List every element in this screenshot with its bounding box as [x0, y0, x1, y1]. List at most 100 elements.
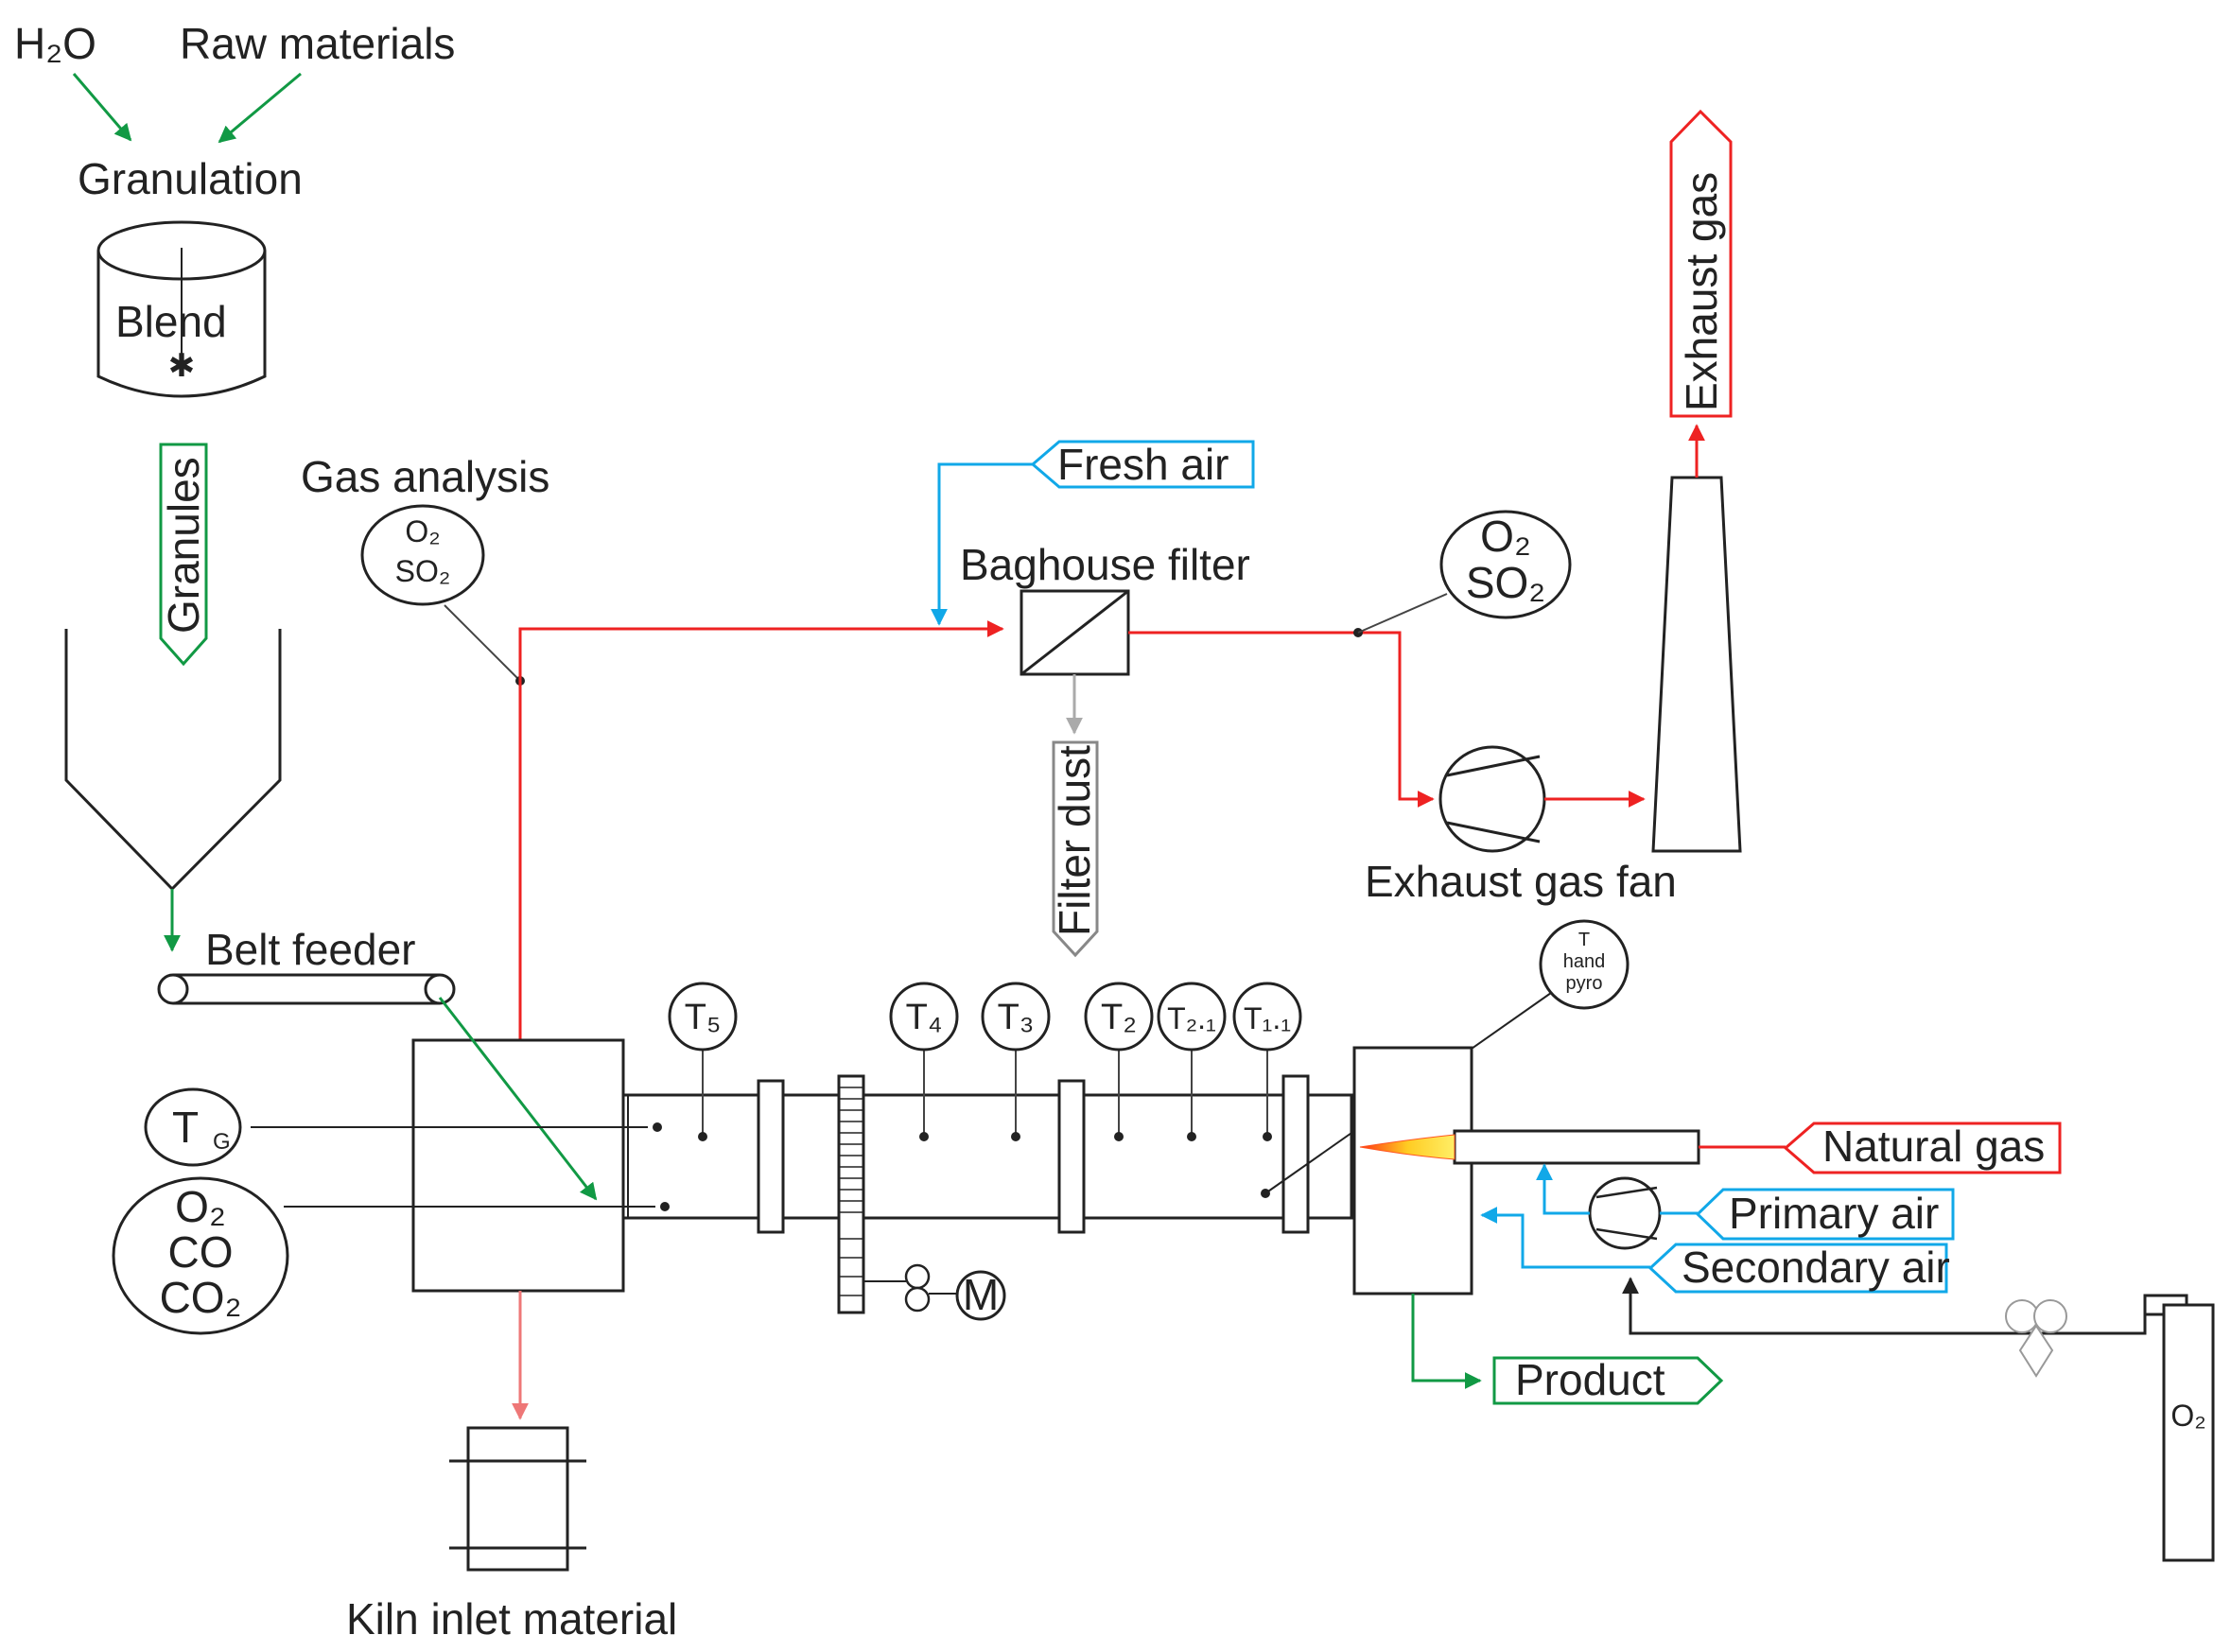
- gas-analysis-o2: O₂: [405, 514, 440, 548]
- hand-pyrometer-icon: [1539, 919, 1630, 1010]
- inlet-o2-label: O₂: [175, 1182, 226, 1231]
- water-arrow: [72, 73, 132, 142]
- hand-pyro-pyro: pyro: [1566, 973, 1603, 994]
- inlet-co2-label: CO₂: [160, 1273, 242, 1322]
- thermocouple-3: T₃: [981, 982, 1051, 1141]
- agitator-icon: ✱: [168, 348, 196, 384]
- inlet-co-label: CO: [168, 1227, 234, 1277]
- fan-icon: [1438, 745, 1546, 853]
- kiln-inlet-material-container: Kiln inlet material: [346, 1426, 677, 1643]
- oxygen-regulator-icon: [2005, 1299, 2067, 1378]
- motor-icon: [955, 1270, 1006, 1321]
- secondary-air-tag: Secondary air: [1647, 1243, 1950, 1294]
- thermocouple-label: T₃: [998, 998, 1035, 1037]
- flame-icon: [1359, 1134, 1455, 1160]
- hand-pyrometer: T hand pyro: [1261, 919, 1630, 1198]
- secondary-air-label: Secondary air: [1682, 1243, 1950, 1292]
- firing-hood: [1352, 1046, 1473, 1296]
- thermocouple-4: T₂: [1084, 982, 1154, 1141]
- oxygen-bottle: O₂: [2143, 1294, 2215, 1562]
- tg-label: T: [172, 1103, 199, 1152]
- kiln-inlet-material-label: Kiln inlet material: [346, 1594, 677, 1643]
- fresh-air-line: [931, 462, 1033, 626]
- exhaust-gas-tag: Exhaust gas: [1669, 109, 1733, 418]
- motor-label: M: [963, 1270, 999, 1319]
- stack-analyzer-o2: O₂: [1480, 512, 1531, 561]
- thermocouple-label: T₂.₁: [1167, 1001, 1216, 1035]
- thermocouple-6: T₁.₁: [1232, 982, 1302, 1141]
- tg-sub-label: G: [213, 1129, 231, 1155]
- baghouse-filter-label: Baghouse filter: [960, 540, 1250, 589]
- primary-air-fan: [1588, 1176, 1662, 1250]
- oxygen-supply-line: [1622, 1277, 2147, 1335]
- stack-analyzer-icon: [1439, 510, 1572, 619]
- kiln-thermocouples: T₅ T₄ T₃ T₂ T₂.₁ T₁.₁: [668, 982, 1302, 1141]
- kiln-riding-ring-3: [1281, 1074, 1310, 1234]
- inlet-analyzers: T G O₂ CO CO₂: [112, 1087, 670, 1335]
- kiln-girth-gear: [837, 1074, 865, 1314]
- stack-analyzer-so2: SO₂: [1466, 558, 1545, 607]
- exhaust-gas-fan-label: Exhaust gas fan: [1365, 857, 1677, 906]
- filtered-gas-duct: [1128, 631, 1435, 808]
- granulation-title: Granulation: [78, 154, 303, 203]
- raw-materials-input-label: Raw materials: [180, 19, 455, 68]
- fresh-air-label: Fresh air: [1057, 440, 1229, 489]
- natural-gas-tag: Natural gas: [1783, 1122, 2062, 1174]
- flue-gas-analyzer-icon: [112, 1176, 289, 1335]
- granulation-section: H₂O Raw materials Granulation ✱ Blend Gr…: [14, 19, 455, 952]
- filter-dust-label: Filter dust: [1050, 745, 1099, 936]
- primary-air-label: Primary air: [1729, 1189, 1939, 1238]
- gas-analysis-so2: SO₂: [395, 554, 451, 588]
- stack-gas-analyzer: O₂ SO₂: [1353, 510, 1572, 637]
- thermocouple-label: T₅: [685, 998, 722, 1037]
- granulation-drum: ✱ Blend: [96, 220, 267, 398]
- kiln-riding-ring-2: [1057, 1079, 1086, 1234]
- product-tag: Product: [1492, 1355, 1724, 1405]
- thermocouple-2: T₄: [889, 982, 959, 1141]
- thermocouple-label: T₄: [906, 998, 943, 1037]
- granules-flow-tag: Granules: [159, 443, 208, 667]
- gas-analysis-title: Gas analysis: [301, 452, 549, 501]
- flue-gas-duct: [518, 620, 1004, 1040]
- thermocouple-icon: [668, 982, 738, 1052]
- thermocouple-label: T₁.₁: [1244, 1001, 1291, 1035]
- exhaust-gas-fan: Exhaust gas fan: [1365, 745, 1677, 906]
- feed-hopper: [64, 629, 282, 892]
- thermocouple-icon: [889, 982, 959, 1052]
- raw-materials-arrow: [218, 72, 302, 144]
- rotary-kiln: [621, 1074, 1353, 1314]
- filter-dust-tag: Filter dust: [1050, 740, 1099, 958]
- water-input-label: H₂O: [14, 19, 96, 68]
- belt-feeder: Belt feeder: [157, 925, 456, 1005]
- kiln-riding-ring-1: [757, 1079, 785, 1234]
- exhaust-stack: [1651, 476, 1742, 853]
- kiln-inlet-housing: [411, 1038, 625, 1293]
- belt-feeder-label: Belt feeder: [205, 925, 415, 974]
- thermocouple-label: T₂: [1101, 998, 1137, 1037]
- granules-label: Granules: [159, 457, 208, 634]
- oxygen-bottle-label: O₂: [2170, 1399, 2205, 1433]
- product-label: Product: [1515, 1355, 1665, 1404]
- primary-air-tag: Primary air: [1695, 1188, 1955, 1241]
- baghouse-filter: Baghouse filter: [960, 540, 1250, 676]
- thermocouple-5: T₂.₁: [1157, 982, 1227, 1141]
- secondary-air-line: [1480, 1207, 1650, 1269]
- blend-label: Blend: [115, 297, 227, 346]
- primary-air-line: [1536, 1163, 1590, 1215]
- thermocouple-1: T₅: [668, 982, 738, 1141]
- gas-analysis: Gas analysis O₂ SO₂: [301, 452, 549, 686]
- product-line: [1411, 1294, 1482, 1389]
- gas-analyzer-icon: [360, 504, 485, 606]
- exhaust-gas-label: Exhaust gas: [1677, 172, 1726, 411]
- thermocouple-icon: [981, 982, 1051, 1052]
- hand-pyro-hand: hand: [1563, 951, 1606, 972]
- tg-analyzer-icon: [144, 1087, 242, 1167]
- feed-to-kiln-arrow: [438, 997, 598, 1201]
- fresh-air-tag: Fresh air: [1030, 440, 1255, 489]
- natural-gas-label: Natural gas: [1822, 1122, 2045, 1171]
- burner-lance: [1453, 1129, 1700, 1165]
- hand-pyro-t: T: [1578, 930, 1590, 950]
- kiln-drive: M: [863, 1263, 1006, 1321]
- thermocouple-icon: [1084, 982, 1154, 1052]
